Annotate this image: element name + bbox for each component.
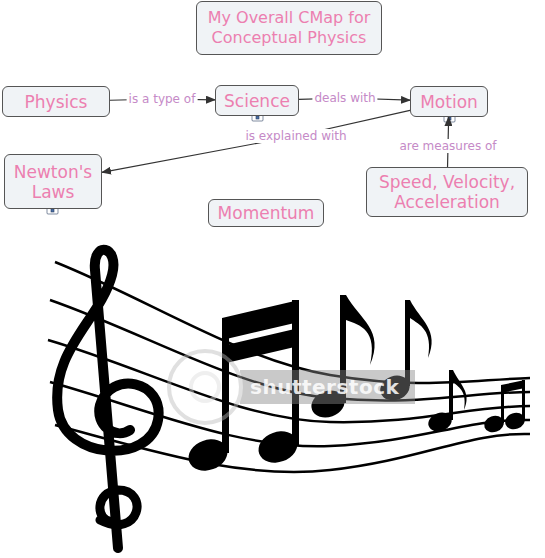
concept-box: Newton's Laws [4,154,102,209]
concept-box: Motion [410,86,488,117]
title-text: My Overall CMap for Conceptual Physics [197,8,381,48]
concept-text: Science [224,91,290,111]
linking-phrase: deals with [312,91,377,105]
linking-phrase: is a type of [127,92,198,106]
linking-phrase: are measures of [397,139,498,153]
concept-text: Motion [420,92,478,112]
link-arrow [102,110,410,172]
concept-text: Physics [25,92,88,112]
concept-text: Momentum [218,203,315,223]
concept-box: Physics [2,86,110,117]
linking-phrase: is explained with [243,129,348,143]
concept-box: Science [215,85,299,116]
concept-box: Momentum [208,199,324,227]
concept-text: Speed, Velocity, Acceleration [371,172,523,212]
concept-box: Speed, Velocity, Acceleration [366,167,528,217]
title-box: My Overall CMap for Conceptual Physics [196,1,382,55]
concept-text: Newton's Laws [9,162,97,202]
watermark: shutterstock [250,375,399,399]
